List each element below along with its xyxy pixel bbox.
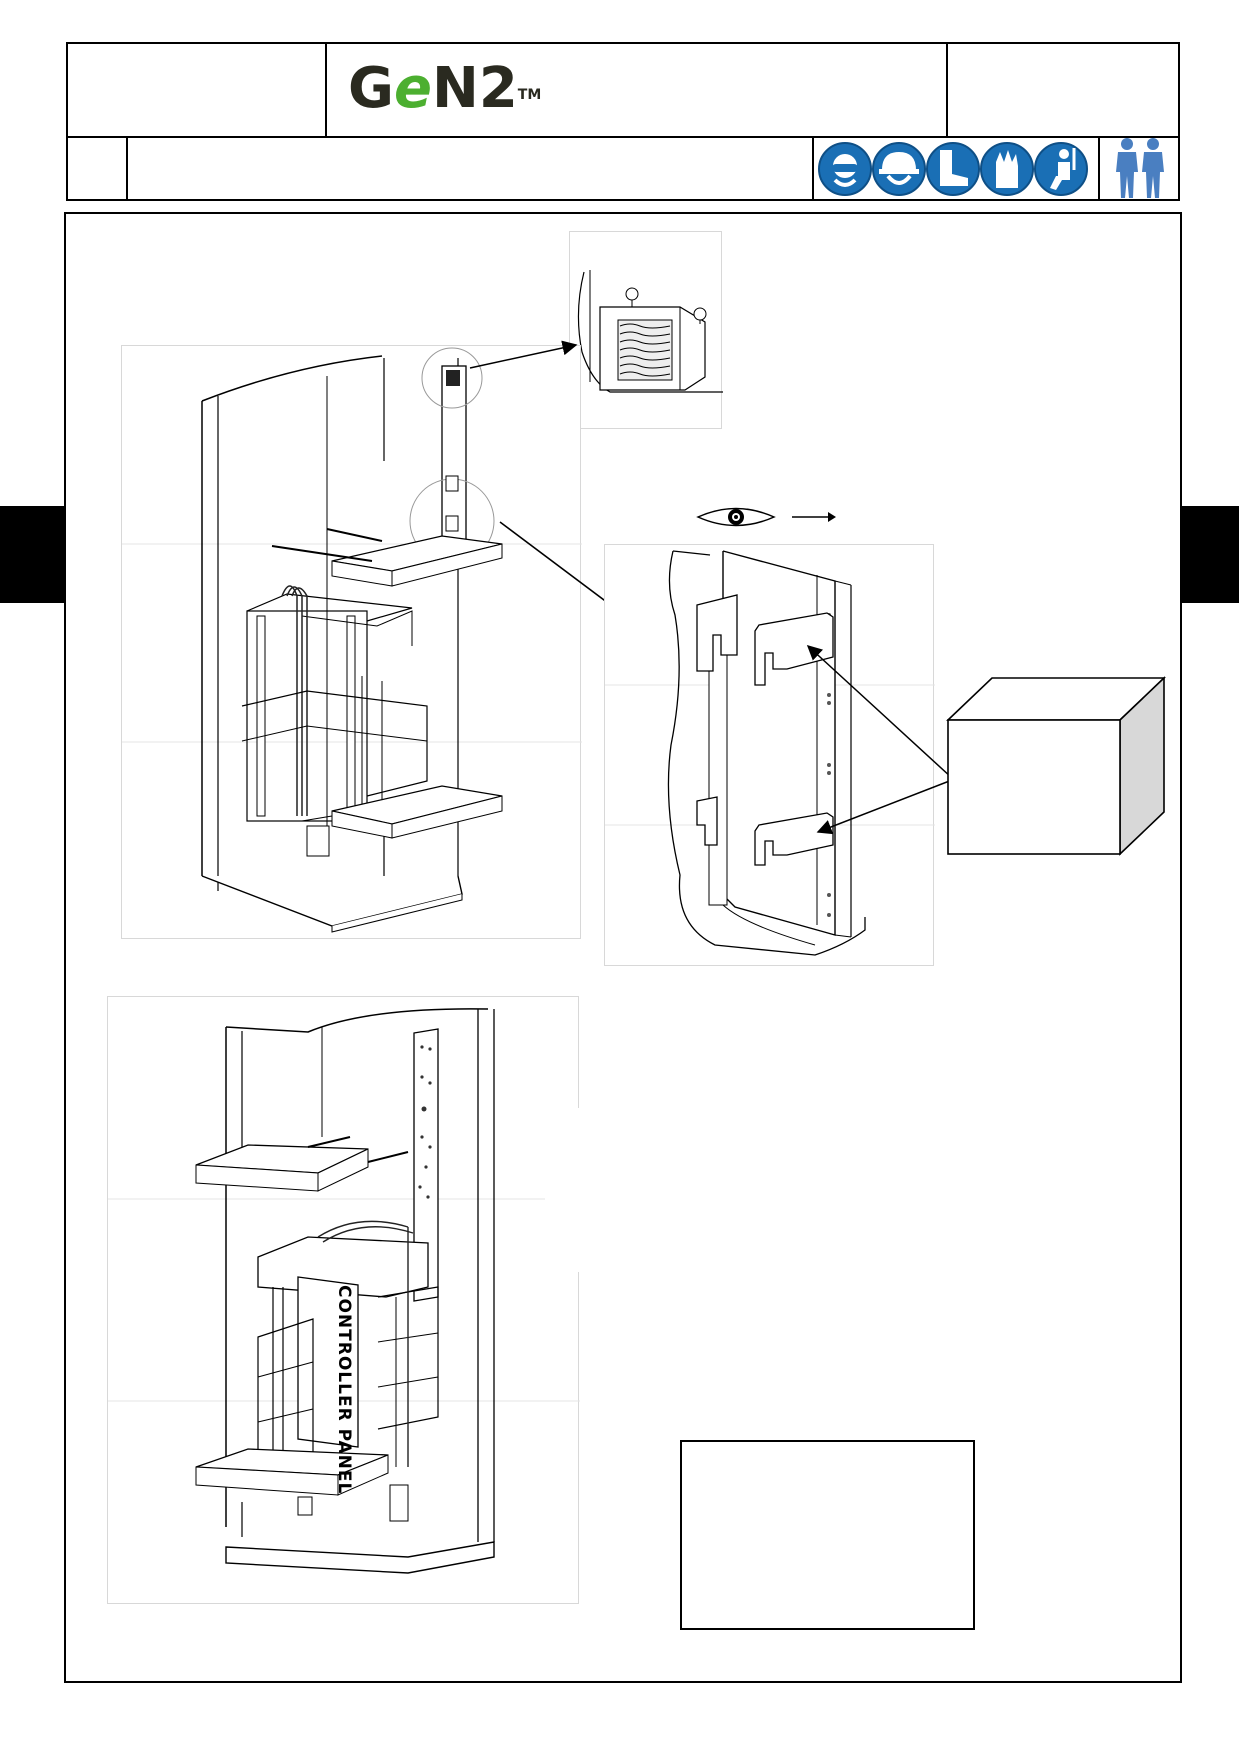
gloves-icon: [980, 142, 1034, 196]
safety-glasses-icon: [818, 142, 872, 196]
safety-boots-icon: [926, 142, 980, 196]
title-block: [66, 42, 1180, 201]
side-tab-left: [0, 506, 64, 603]
title-block-divider: [325, 44, 327, 136]
title-block-divider: [946, 44, 948, 136]
enclosure-detail-figure: [569, 231, 723, 429]
bracket-detail-figure: [604, 544, 935, 966]
title-block-divider: [126, 136, 128, 199]
ppe-icons-group: [818, 140, 1092, 198]
shaft-installation-figure-2: [107, 996, 580, 1604]
title-block-divider: [812, 136, 814, 199]
two-persons-icon: [1110, 136, 1170, 200]
shaft-installation-figure-1: [121, 345, 582, 939]
harness-icon: [1034, 142, 1088, 196]
content-frame: [64, 212, 1182, 1683]
controller-panel-label-area: CONTROLLER PANEL: [334, 1285, 380, 1494]
hard-hat-icon: [872, 142, 926, 196]
title-block-divider: [1098, 136, 1100, 199]
title-block-divider: [68, 136, 1178, 138]
side-tab-right: [1182, 506, 1239, 603]
eye-view-arrow-icon: [696, 500, 836, 534]
figure-cutout: [545, 1108, 581, 1272]
controller-panel-label: CONTROLLER PANEL: [334, 1285, 354, 1495]
note-box: [680, 1440, 975, 1630]
bracket-callout-arrows: [800, 640, 960, 840]
gen2-logo: GeN2TM: [348, 56, 542, 121]
callout-box-3d: [946, 676, 1166, 858]
